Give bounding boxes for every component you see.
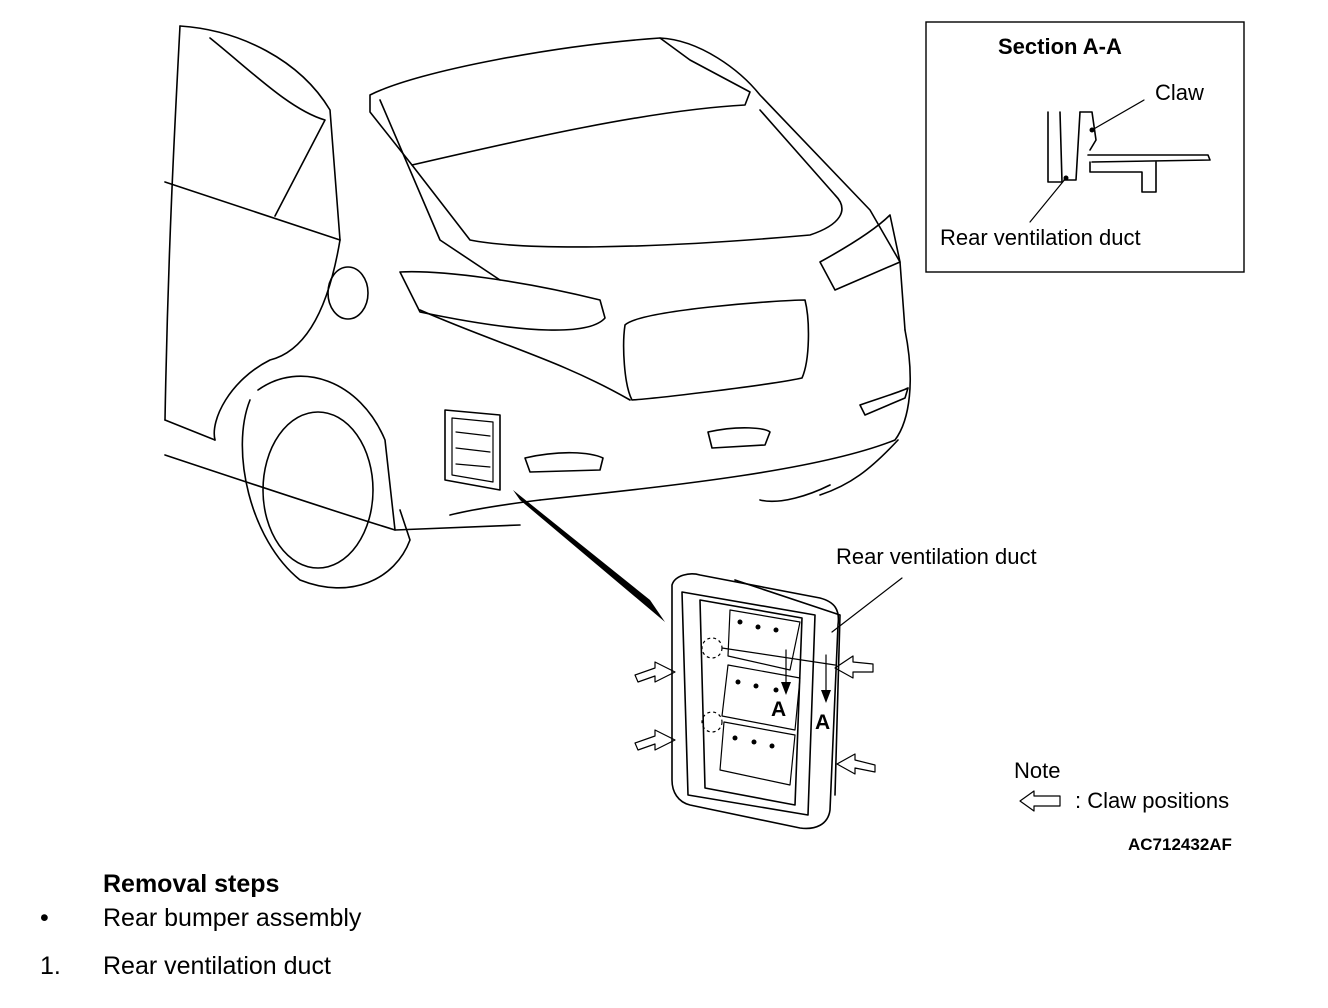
claw-position-arrow	[836, 753, 876, 775]
step-marker: •	[40, 904, 49, 932]
figure-code: AC712432AF	[1128, 835, 1232, 854]
zoom-indicator	[513, 490, 665, 622]
duct-callout-label: Rear ventilation duct	[836, 544, 1037, 569]
claw-position-arrow	[634, 661, 676, 683]
note-legend: Note : Claw positions AC712432AF	[1014, 758, 1232, 854]
duct-enlarged-illustration	[671, 573, 841, 830]
claw-position-arrow	[634, 729, 676, 751]
claw-arrows	[634, 655, 876, 775]
removal-steps-title: Removal steps	[103, 870, 280, 898]
section-a-a-box: Section A-A Claw Rear ventilation duct	[925, 21, 1245, 273]
claw-legend-arrow	[1019, 790, 1061, 812]
section-title: Section A-A	[998, 34, 1122, 59]
claw-position-arrow	[834, 655, 874, 679]
step-text: Rear bumper assembly	[103, 904, 362, 932]
note-title: Note	[1014, 758, 1060, 783]
section-duct-label: Rear ventilation duct	[940, 225, 1141, 250]
removal-diagram: A A Rear ventilation duct Section A-A Cl…	[164, 21, 1245, 854]
note-legend-text: : Claw positions	[1075, 788, 1229, 813]
section-marker-a-right: A	[815, 711, 830, 734]
section-marker-a-left: A	[771, 698, 786, 721]
removal-steps: Removal steps • Rear bumper assembly 1. …	[0, 868, 1328, 998]
step-marker: 1.	[40, 952, 61, 980]
claw-label: Claw	[1155, 80, 1204, 105]
step-text: Rear ventilation duct	[103, 952, 331, 980]
car-illustration	[164, 25, 911, 589]
